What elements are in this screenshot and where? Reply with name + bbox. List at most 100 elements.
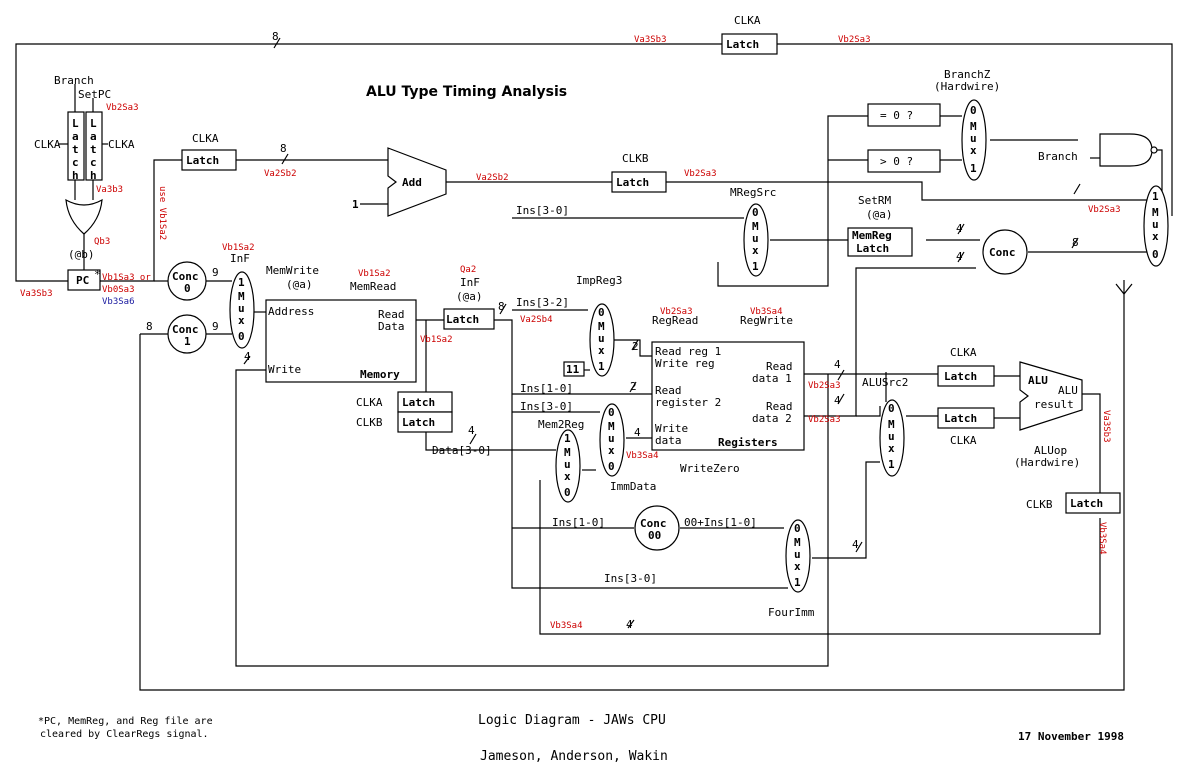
svg-text:u: u (794, 548, 801, 561)
svg-text:L: L (72, 117, 79, 130)
ins-label: Ins[3-0] (604, 572, 657, 585)
timing-label: Vb3Sa6 (102, 297, 135, 307)
clka-label: CLKA (108, 138, 135, 151)
inf-label: InF (230, 252, 250, 265)
svg-text:u: u (970, 132, 977, 145)
pc-register: PC * (67, 268, 101, 291)
const-one: 1 (352, 198, 359, 211)
svg-text:Write reg: Write reg (655, 357, 715, 370)
timing-label: Vb2Sa3 (808, 381, 841, 391)
svg-text:0: 0 (184, 282, 191, 295)
svg-text:Latch: Latch (726, 38, 759, 51)
memread-label: MemRead (350, 280, 396, 293)
svg-text:x: x (752, 244, 759, 257)
svg-text:= 0 ?: = 0 ? (880, 109, 913, 122)
svg-text:M: M (888, 418, 895, 431)
svg-text:u: u (608, 432, 615, 445)
bus-width: 4 (956, 222, 963, 235)
svg-text:u: u (598, 332, 605, 345)
immdata-label: ImmData (610, 480, 656, 493)
svg-text:x: x (564, 470, 571, 483)
bus-width: 4 (626, 618, 633, 631)
timing-label: Vb2Sa3 (660, 307, 693, 317)
svg-text:M: M (598, 320, 605, 333)
mux-mem2reg: 1 M u x 0 (555, 429, 581, 503)
mux-mregsrc: 0 M u x 1 (743, 203, 769, 277)
setrm-label: SetRM (858, 194, 891, 207)
gt-zero-box: > 0 ? (867, 149, 941, 173)
svg-text:u: u (1152, 218, 1159, 231)
svg-text:h: h (90, 169, 97, 182)
or-gate (65, 198, 103, 235)
svg-text:M: M (1152, 206, 1159, 219)
svg-text:Read reg 1: Read reg 1 (655, 345, 721, 358)
svg-text:Latch: Latch (944, 370, 977, 383)
mux-iord: 1 M u x 0 (229, 271, 255, 349)
svg-text:1: 1 (1152, 190, 1159, 203)
svg-text:ALU: ALU (1028, 374, 1048, 387)
svg-text:M: M (564, 446, 571, 459)
timing-label: Vb3Sa4 (626, 451, 659, 461)
svg-text:x: x (970, 144, 977, 157)
footer-note-2: cleared by ClearRegs signal. (40, 729, 209, 740)
svg-text:a: a (72, 130, 79, 143)
svg-text:PC: PC (76, 274, 89, 287)
svg-text:u: u (888, 430, 895, 443)
timing-label: Va2Sb4 (520, 315, 553, 325)
bus-width: 9 (212, 320, 219, 333)
conc0: Conc 0 (167, 261, 207, 301)
diagram-title: ALU Type Timing Analysis (366, 84, 567, 100)
ins-label: Ins[3-0] (516, 204, 569, 217)
clka-label: CLKA (192, 132, 219, 145)
svg-text:ALU: ALU (1058, 384, 1078, 397)
timing-label: Qa2 (460, 265, 476, 275)
svg-text:Memory: Memory (360, 368, 400, 381)
svg-text:x: x (238, 314, 245, 327)
svg-text:data: data (655, 434, 682, 447)
svg-text:x: x (608, 444, 615, 457)
svg-text:Conc: Conc (989, 246, 1016, 259)
latch-alu-b: Latch (937, 407, 995, 429)
ins-label: Ins[3-0] (520, 400, 573, 413)
bus-width: 4 (834, 394, 841, 407)
inf-label: InF (460, 276, 480, 289)
svg-text:Read: Read (766, 360, 793, 373)
svg-text:MemReg: MemReg (852, 229, 892, 242)
bus-width: 2 (630, 380, 637, 393)
timing-label: Vb3Sa4 (1097, 522, 1107, 555)
bus-width: 4 (834, 358, 841, 371)
fourimm-label: FourImm (768, 606, 815, 619)
svg-text:data 2: data 2 (752, 412, 792, 425)
timing-label: Va2Sb2 (476, 173, 509, 183)
timing-label: Va3Sb3 (634, 35, 667, 45)
mux-fourimm: 0 M u x 1 (785, 519, 811, 593)
wires (15, 37, 1173, 691)
svg-text:x: x (598, 344, 605, 357)
const-eleven: 11 (563, 361, 585, 377)
svg-text:Latch: Latch (944, 412, 977, 425)
svg-text:0: 0 (238, 330, 245, 343)
eq-zero-box: = 0 ? (867, 103, 941, 127)
hardwire-label: (Hardwire) (1014, 456, 1080, 469)
svg-text:Read: Read (378, 308, 405, 321)
branch-latch: L a t c h (67, 111, 85, 182)
bus-width: 4 (244, 350, 251, 363)
latch-aluout: Latch (1065, 492, 1121, 514)
conc00: Conc 00 (634, 505, 680, 551)
alu: ALU ALU result (1019, 361, 1083, 431)
bus-width: 4 (634, 426, 641, 439)
svg-text:Latch: Latch (402, 416, 435, 429)
svg-text:M: M (752, 220, 759, 233)
impreg-label: ImpReg3 (576, 274, 622, 287)
footer-authors: Jameson, Anderson, Wakin (480, 749, 668, 764)
branchz-label: BranchZ (944, 68, 991, 81)
svg-text:Write: Write (268, 363, 301, 376)
bus-width: 8 (498, 300, 505, 313)
timing-label: Vb1Sa2 (420, 335, 453, 345)
svg-text:11: 11 (566, 363, 580, 376)
svg-text:Registers: Registers (718, 436, 778, 449)
clkb-label: CLKB (1026, 498, 1053, 511)
svg-text:M: M (238, 290, 245, 303)
svg-text:L: L (90, 117, 97, 130)
svg-text:0: 0 (888, 402, 895, 415)
